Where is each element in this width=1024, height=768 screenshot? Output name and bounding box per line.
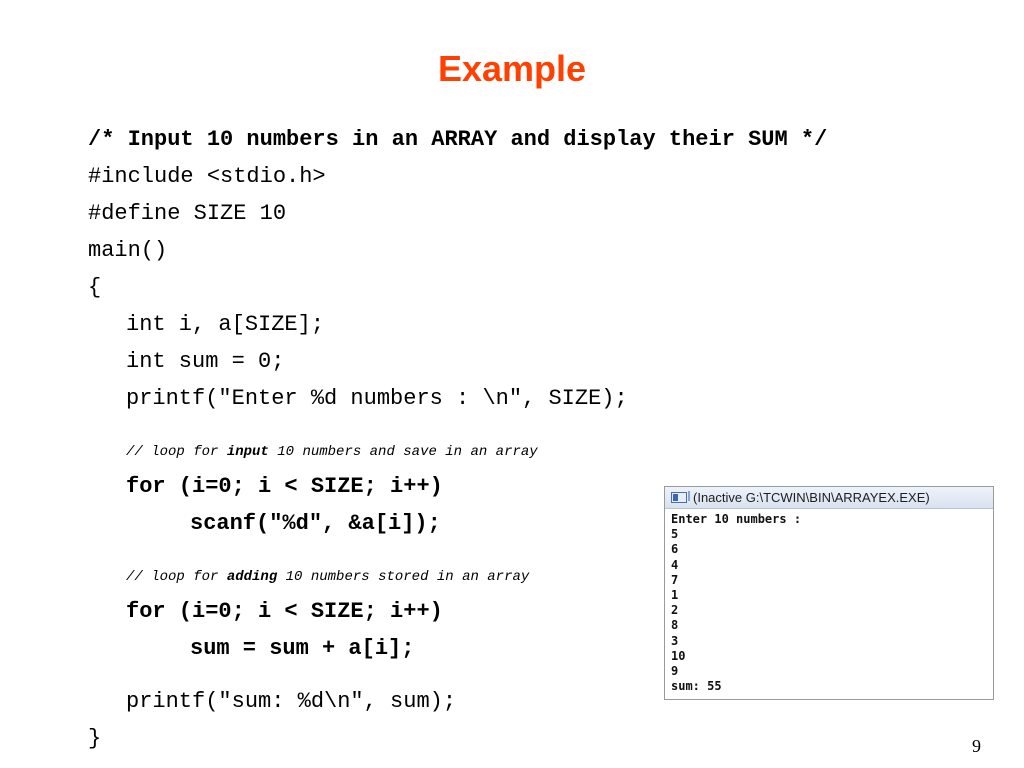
comment-keyword: adding xyxy=(226,569,278,585)
code-for-adding: for (i=0; i < SIZE; i++) xyxy=(126,599,443,624)
code-include: #include <stdio.h> xyxy=(88,164,326,189)
code-printf-sum: printf("sum: %d\n", sum); xyxy=(126,689,457,714)
code-main-decl: main() xyxy=(88,238,168,263)
code-comment-input: // loop for input 10 numbers and save in… xyxy=(126,443,538,461)
code-define: #define SIZE 10 xyxy=(88,201,287,226)
console-line: 6 xyxy=(671,542,679,557)
code-header-comment: /* Input 10 numbers in an ARRAY and disp… xyxy=(88,127,828,152)
comment-keyword: input xyxy=(226,444,269,460)
console-line: 9 xyxy=(671,664,679,679)
console-window-icon xyxy=(671,491,690,503)
comment-suffix: 10 numbers stored in an array xyxy=(277,569,530,585)
comment-suffix: 10 numbers and save in an array xyxy=(268,444,538,460)
comment-prefix: // loop for xyxy=(126,444,227,460)
console-line: 5 xyxy=(671,527,679,542)
code-for-input: for (i=0; i < SIZE; i++) xyxy=(126,474,443,499)
console-line: 2 xyxy=(671,603,679,618)
code-decl-sum: int sum = 0; xyxy=(126,349,285,374)
console-titlebar[interactable]: (Inactive G:\TCWIN\BIN\ARRAYEX.EXE) xyxy=(665,487,993,509)
code-open-brace: { xyxy=(88,275,102,300)
page-number: 9 xyxy=(972,736,981,756)
code-sum-line: sum = sum + a[i]; xyxy=(190,636,415,661)
console-title: (Inactive G:\TCWIN\BIN\ARRAYEX.EXE) xyxy=(693,490,930,505)
code-decl-array: int i, a[SIZE]; xyxy=(126,312,325,337)
console-line: 1 xyxy=(671,588,679,603)
console-line: sum: 55 xyxy=(671,679,722,694)
console-line: 7 xyxy=(671,572,679,587)
console-window: (Inactive G:\TCWIN\BIN\ARRAYEX.EXE) Ente… xyxy=(664,486,994,700)
console-line: Enter 10 numbers : xyxy=(671,512,802,526)
code-close-brace: } xyxy=(88,726,102,751)
console-line: 10 xyxy=(671,648,686,663)
console-line: 8 xyxy=(671,618,679,633)
slide-title: Example xyxy=(437,48,587,89)
console-line: 4 xyxy=(671,557,679,572)
code-printf-prompt: printf("Enter %d numbers : \n", SIZE); xyxy=(126,386,628,411)
console-line: 3 xyxy=(671,633,679,648)
console-output: Enter 10 numbers : 5 6 4 7 1 2 8 3 10 9 … xyxy=(665,509,993,694)
code-comment-adding: // loop for adding 10 numbers stored in … xyxy=(126,568,529,586)
comment-prefix: // loop for xyxy=(126,569,227,585)
code-scanf: scanf("%d", &a[i]); xyxy=(190,511,441,536)
